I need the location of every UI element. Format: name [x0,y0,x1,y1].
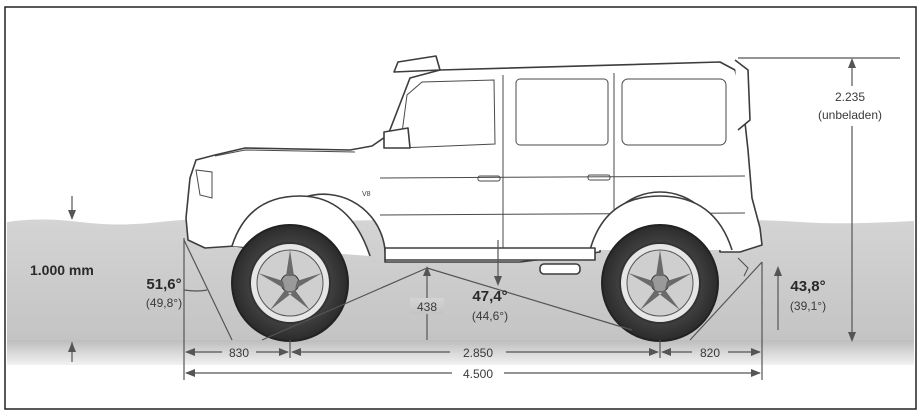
front-overhang-label: 830 [229,346,249,360]
rear-overhang-arrows [661,348,761,356]
height-value: 2.235 [835,90,865,104]
overall-length-label: 4.500 [463,367,493,381]
breakover-line-rear [426,267,633,331]
tow-hook [737,257,749,277]
breakover-arrowhead [494,276,502,286]
breakover-line-front [261,267,428,341]
engine-badge: V8 [362,191,371,198]
departure-angle-value: 43,8° [790,278,825,295]
ground-clearance-label: 438 [417,300,437,314]
ground-clearance-arrowhead [423,266,431,276]
approach-angle-value: 51,6° [146,276,181,293]
approach-angle-arc [183,289,208,292]
wading-arrowhead-bottom [68,342,76,352]
height-label-bg [808,86,892,126]
departure-arrowhead [774,266,782,276]
height-note: (unbeladen) [818,108,882,122]
wading-arrowhead-top [68,210,76,220]
side-mirror [383,127,411,149]
door-handle-rear [587,174,611,181]
exhaust [539,263,581,275]
roof-spoiler [393,55,441,73]
wading-depth-label: 1.000 mm [30,262,94,278]
height-arrowhead-bottom [848,332,856,342]
rear-tailgate-edge [734,59,751,131]
belt-line [379,175,746,179]
front-wheel [231,224,349,342]
height-arrowhead-top [848,58,856,68]
length-dimensions: 830 2.850 820 4.500 [183,340,763,381]
rear-wheel-spokes [628,250,692,310]
approach-angle-unloaded: (49,8°) [146,296,182,310]
breakover-angle-unloaded: (44,6°) [472,309,508,323]
hood-line [214,149,356,157]
departure-angle-unloaded: (39,1°) [790,299,826,313]
headlight [195,169,213,199]
running-board [384,247,596,261]
door-handle-front [477,175,501,182]
breakover-angle-value: 47,4° [472,288,507,305]
front-wheel-spokes [258,250,322,310]
ground-clearance-label-bg [410,298,444,314]
approach-angle-line [183,239,233,341]
wheelbase-label: 2.850 [463,346,493,360]
rear-overhang-label: 820 [700,346,720,360]
ground-band [7,340,914,365]
rear-side-window [621,78,727,146]
rear-wheel [601,224,719,342]
rear-door-window [515,78,609,146]
departure-angle-line [689,261,763,341]
